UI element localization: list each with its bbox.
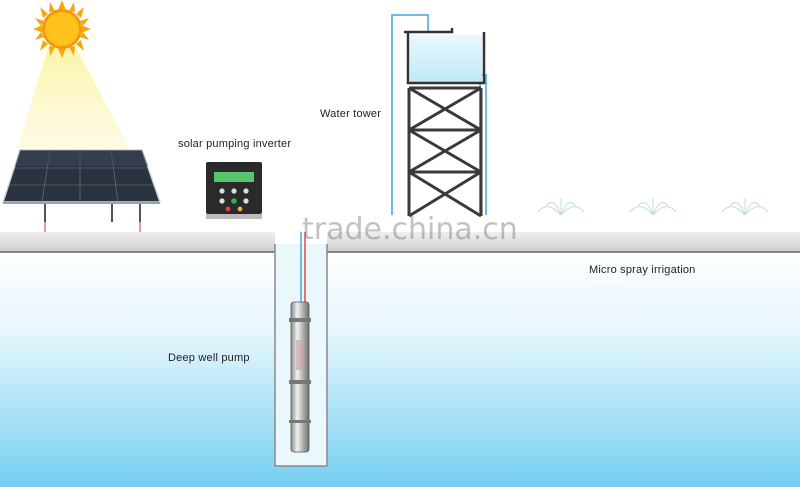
pump-icon <box>289 301 311 453</box>
ground-left <box>0 232 275 252</box>
water-tower-icon <box>404 28 486 218</box>
water-tower-label: Water tower <box>320 108 382 120</box>
inverter-icon <box>206 162 262 219</box>
sun-icon <box>33 0 91 58</box>
deep-well-pump-label: Deep well pump <box>168 352 250 364</box>
solar-panel-icon <box>1 149 162 232</box>
ground-right <box>327 232 800 252</box>
micro-spray-label: Micro spray irrigation <box>589 264 696 276</box>
inverter-label: solar pumping inverter <box>178 138 292 150</box>
underground-water <box>0 250 800 487</box>
watermark: trade.china.cn <box>302 212 518 247</box>
sprinkler-icon <box>537 198 769 216</box>
sunbeam <box>16 48 132 152</box>
